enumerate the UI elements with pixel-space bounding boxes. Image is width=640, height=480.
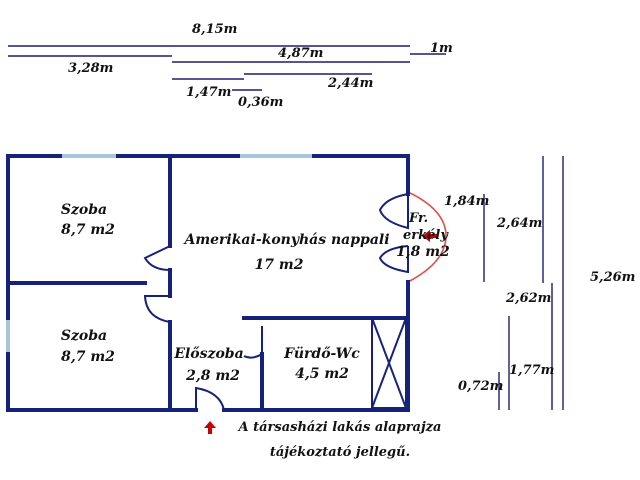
dim-label-526: 5,26m	[590, 270, 635, 285]
dim-label-middle: 4,87m	[278, 46, 323, 61]
dim-label-right-stub: 1m	[430, 41, 453, 56]
room-name-hall: Előszoba	[173, 346, 243, 362]
dim-label-177: 1,77m	[509, 363, 554, 378]
room-area-bedroom1: 8,7 m2	[61, 222, 115, 238]
room-area-bath: 4,5 m2	[295, 366, 349, 382]
bathtub	[371, 317, 407, 409]
door-balcony-upper	[378, 193, 409, 230]
dim-label-072: 0,72m	[458, 379, 503, 394]
note-line2: tájékoztató jellegű.	[270, 445, 410, 460]
arrows	[204, 230, 438, 434]
dim-label-184: 1,84m	[444, 194, 489, 209]
room-area-living: 17 m2	[255, 257, 304, 273]
room-name-bath: Fürdő-Wc	[283, 346, 360, 362]
door-bath	[243, 326, 263, 359]
walls	[6, 154, 410, 412]
room-area-balcony: 1,8 m2	[396, 244, 450, 260]
dim-label-244: 2,44m	[327, 76, 373, 91]
top-dimension-lines	[8, 45, 446, 91]
door-bedroom1	[143, 245, 171, 271]
dim-label-264: 2,64m	[496, 216, 542, 231]
right-dimension-labels: 1,84m 2,64m 5,26m 2,62m 1,77m 0,72m	[444, 194, 635, 394]
bathtub-cross-b	[371, 317, 407, 409]
windows	[6, 154, 312, 352]
balcony-arrow-icon	[422, 230, 438, 242]
room-name-bedroom1: Szoba	[61, 202, 107, 218]
dim-label-262: 2,62m	[505, 291, 551, 306]
dim-label-036: 0,36m	[238, 95, 283, 110]
dim-label-left: 3,28m	[68, 61, 113, 76]
door-bedroom2	[143, 295, 171, 323]
note-line1: A társasházi lakás alaprajza	[237, 420, 442, 435]
right-dimension-lines	[483, 156, 564, 410]
top-dimension-labels: 8,15m 3,28m 4,87m 1m 1,47m 0,36m 2,44m	[68, 22, 453, 110]
balcony-label: Fr. erkély 1,8 m2	[396, 211, 450, 260]
dim-label-total: 8,15m	[192, 22, 237, 37]
room-area-hall: 2,8 m2	[185, 368, 240, 384]
bathtub-frame	[371, 317, 407, 409]
door-entrance	[195, 386, 225, 411]
disclaimer-note: A társasházi lakás alaprajza tájékoztató…	[237, 420, 442, 460]
room-name-living: Amerikai-konyhás nappali	[182, 232, 389, 248]
dim-label-147: 1,47m	[186, 85, 231, 100]
entrance-arrow-icon	[204, 421, 216, 434]
room-name-bedroom2: Szoba	[61, 328, 107, 344]
balcony-outline	[407, 191, 447, 283]
room-labels: Szoba 8,7 m2 Szoba 8,7 m2 Amerikai-konyh…	[61, 202, 390, 384]
room-name-balcony-line1: Fr.	[408, 211, 428, 226]
doors	[143, 193, 409, 411]
door-balcony-lower	[378, 245, 409, 274]
room-name-balcony-line2: erkély	[403, 228, 449, 243]
room-area-bedroom2: 8,7 m2	[61, 349, 115, 365]
